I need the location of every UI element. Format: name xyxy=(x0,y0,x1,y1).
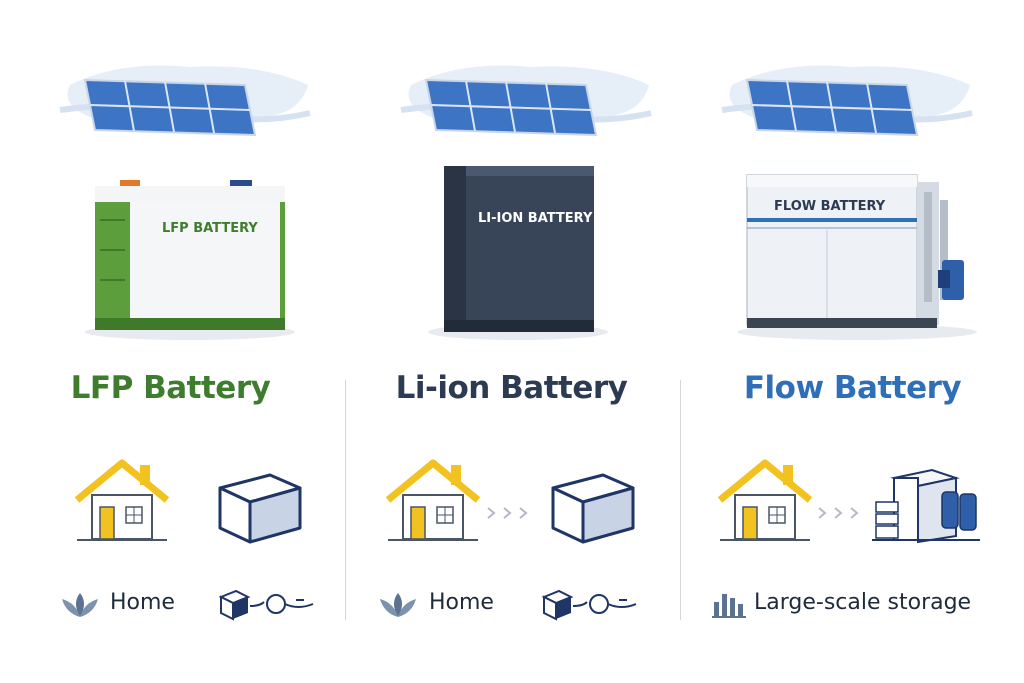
column-title: LFP Battery xyxy=(70,370,271,406)
lfp-battery-icon: LFP BATTERY xyxy=(85,180,295,340)
cube-plug-icon xyxy=(541,589,637,621)
flow-battery-icon: FLOW BATTERY xyxy=(737,174,977,340)
column-divider xyxy=(345,380,346,620)
flow-battery-label: FLOW BATTERY xyxy=(774,199,886,214)
column-title: Flow Battery xyxy=(743,370,962,406)
liion-battery-icon: LI-ION BATTERY xyxy=(428,166,608,340)
column-title: Li-ion Battery xyxy=(395,370,628,406)
arrow-chevrons-icon xyxy=(487,507,528,519)
solar-panel-icon xyxy=(721,65,973,137)
bar-chart-icon xyxy=(712,594,746,618)
solar-panel-icon xyxy=(59,65,311,137)
cube-plug-icon xyxy=(218,589,314,621)
house-icon xyxy=(385,459,481,541)
lotus-icon xyxy=(62,593,98,617)
column-flow: FLOW BATTERY Flow Battery xyxy=(682,0,1023,683)
lfp-battery-label: LFP BATTERY xyxy=(162,221,258,236)
column-liion: LI-ION BATTERY Li-ion Battery xyxy=(341,0,682,683)
solar-panel-icon xyxy=(400,65,652,137)
use-label: Home xyxy=(110,590,175,615)
arrow-chevrons-icon xyxy=(818,507,859,519)
liion-battery-label: LI-ION BATTERY xyxy=(478,211,593,226)
lotus-icon xyxy=(380,593,416,617)
cube-icon xyxy=(551,473,635,544)
house-icon xyxy=(717,459,813,541)
use-label: Home xyxy=(429,590,494,615)
cube-icon xyxy=(218,473,302,544)
column-divider xyxy=(680,380,681,620)
column-lfp: LFP BATTERY LFP Battery Home xyxy=(0,0,341,683)
house-icon xyxy=(74,459,170,541)
storage-facility-icon xyxy=(872,468,980,544)
use-label: Large-scale storage xyxy=(754,590,972,615)
